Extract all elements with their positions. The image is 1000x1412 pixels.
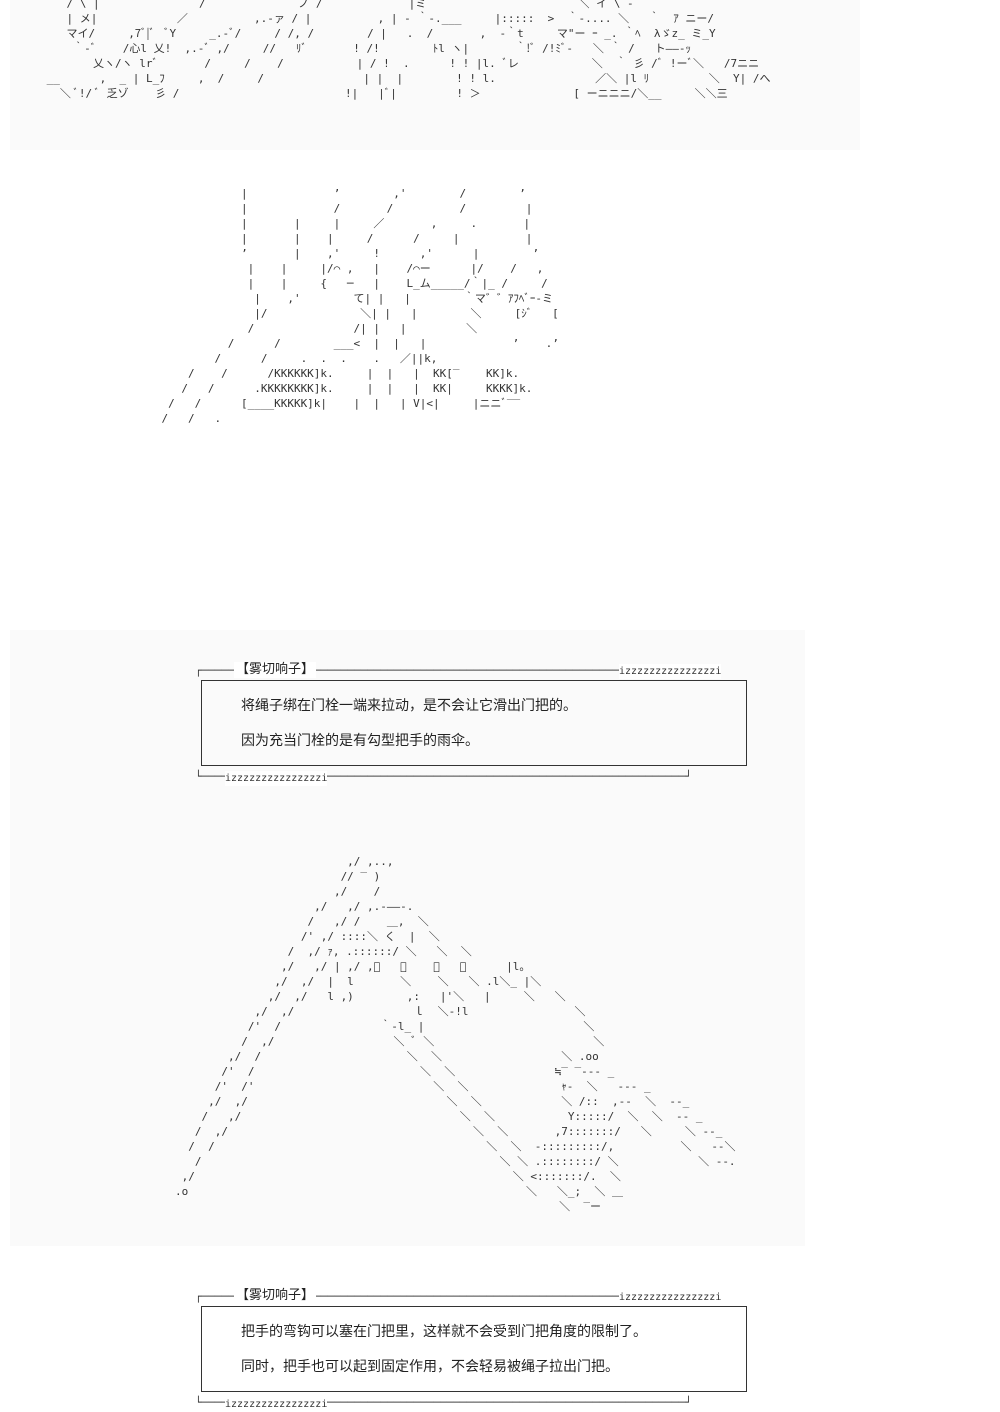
dialog-box-1: ┌───────────────────────────────────────… [135,456,747,786]
dialog-1-line-1: 将绳子绑在门栓一端来拉动，是不会让它滑出门把的。 [241,698,577,714]
dialog-1-bottom-decoration: izzzzzzzzzzzzzzzi [225,771,328,786]
dialog-1-line-2: 因为充当门栓的是有勾型把手的雨伞。 [241,733,479,749]
top-panel-background [10,0,860,150]
dialog-1-inner-frame [201,680,747,766]
dialog-2-line-2: 同时，把手也可以起到固定作用，不会轻易被绳子拉出门把。 [241,1359,619,1375]
ascii-art-umbrella-hook-scene: ,/ ,.., // ‾ ) ,/ / ,/ ,/ ,.-――-. / ,/ /… [175,855,736,1213]
ascii-art-top-scene: / \ | / ノ / |ミ ＼ イ \ - | メ| ／ ,.-ァ / | ,… [46,0,771,100]
dialog-1-speaker-name: 【雾切响子】 [234,662,317,678]
dialog-2-line-1: 把手的弯钩可以塞在门把里，这样就不会受到门把角度的限制了。 [241,1324,647,1340]
dialog-2-bottom-decoration: izzzzzzzzzzzzzzzi [225,1397,328,1412]
dialog-1-top-decoration: izzzzzzzzzzzzzzzi [619,664,722,679]
bottom-panel-background [10,630,805,1246]
dialog-2-top-decoration: izzzzzzzzzzzzzzzi [619,1290,722,1305]
dialog-2-speaker-name: 【雾切响子】 [234,1288,317,1304]
dialog-2-inner-frame [201,1306,747,1392]
dialog-1-top-border: ┌───────────────────────────────────────… [195,664,692,677]
ascii-art-character-bust: | ’ ,' / ’ | / / / | | | | ／ , . | | | | [135,186,747,1412]
